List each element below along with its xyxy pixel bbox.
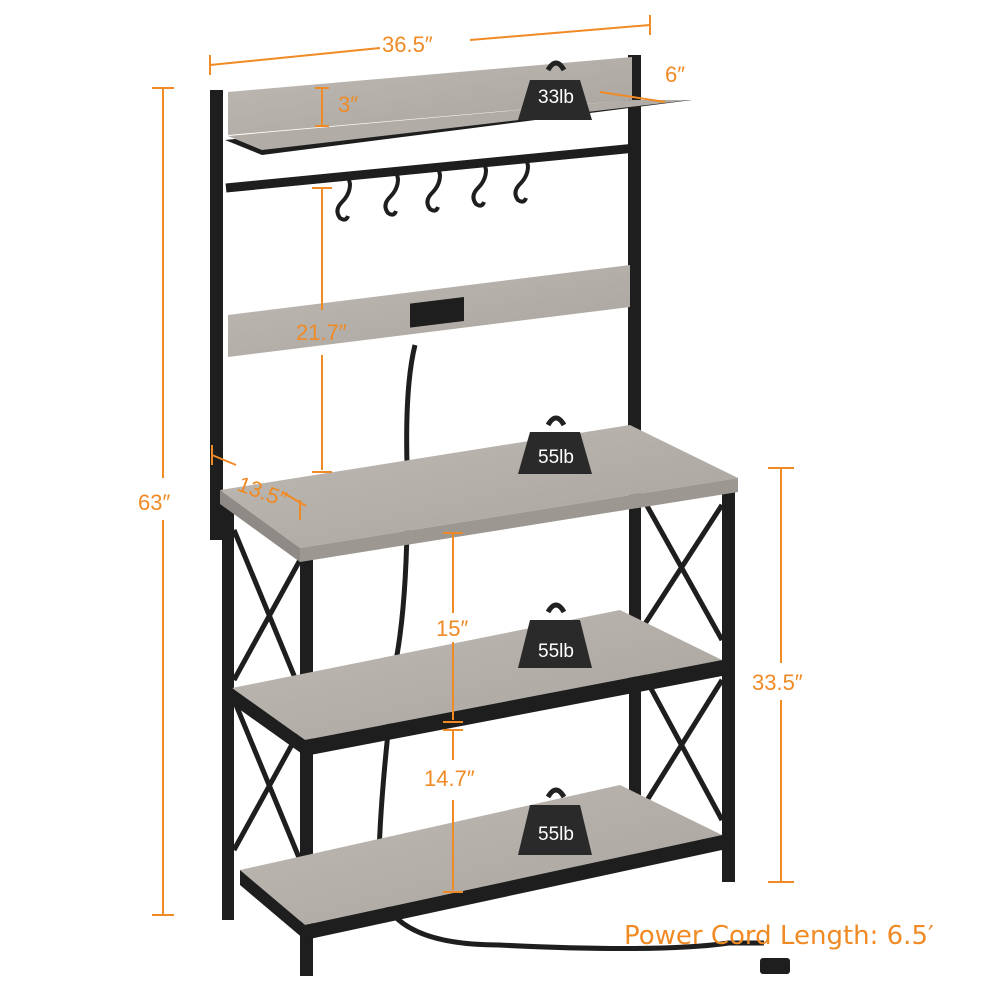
- counter-top: [220, 425, 738, 548]
- power-outlet: [410, 297, 464, 328]
- total-height-label: 63″: [138, 490, 170, 515]
- x-braces: [231, 493, 725, 861]
- bottom-shelf: [240, 785, 722, 925]
- leg-back-left: [222, 500, 234, 920]
- plug-icon: [760, 958, 790, 974]
- top-shelf-back-panel: [228, 57, 632, 135]
- weight-bottom: 55lb: [518, 787, 592, 855]
- svg-text:33lb: 33lb: [538, 87, 574, 108]
- svg-text:55lb: 55lb: [538, 641, 574, 662]
- hook-height-label: 21.7″: [296, 320, 347, 345]
- weight-middle: 55lb: [518, 602, 592, 668]
- top-lip-label: 3″: [338, 92, 358, 117]
- middle-to-bottom-label: 14.7″: [424, 766, 475, 791]
- dimension-lines: [152, 15, 794, 916]
- svg-text:55lb: 55lb: [538, 447, 574, 468]
- back-left-post: [210, 90, 223, 540]
- power-cord-length-label: Power Cord Length: 6.5′: [624, 921, 934, 951]
- s-hooks: [335, 156, 531, 222]
- weight-top: 33lb: [518, 60, 592, 120]
- counter-to-middle-label: 15″: [436, 616, 468, 641]
- width-label: 36.5″: [382, 32, 433, 57]
- svg-text:55lb: 55lb: [538, 824, 574, 845]
- leg-front-right: [722, 482, 735, 882]
- back-right-post: [628, 55, 641, 435]
- counter-height-label: 33.5″: [752, 670, 803, 695]
- weight-counter: 55lb: [518, 415, 592, 474]
- middle-shelf: [232, 610, 722, 740]
- top-shelf-depth-label: 6″: [665, 62, 685, 87]
